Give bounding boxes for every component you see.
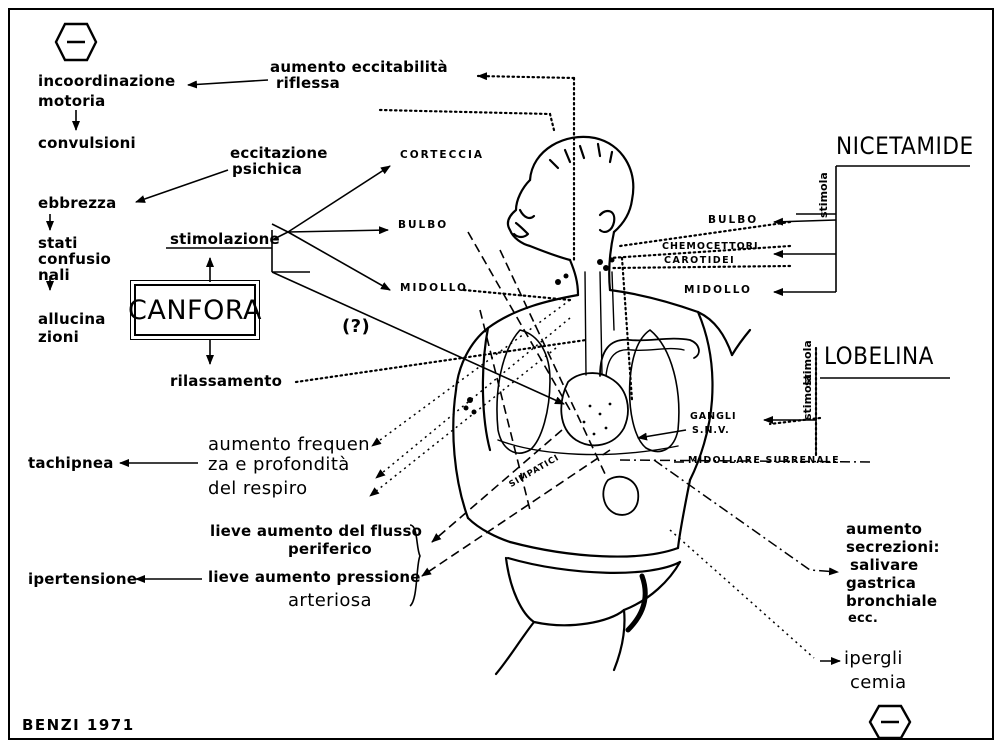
- label-gastrica: gastrica: [846, 576, 916, 591]
- solid-arrows: [50, 80, 970, 661]
- illustration: [10, 10, 996, 742]
- dashdot-paths: [620, 460, 870, 572]
- label-arteriosa: arteriosa: [288, 592, 372, 610]
- canfora-box: CANFORA: [134, 284, 256, 336]
- minus-hexagon-icon: [868, 704, 912, 740]
- label-psichica: psichica: [232, 162, 302, 177]
- label-confusio: confusio: [38, 252, 111, 267]
- label-canfora: CANFORA: [128, 295, 262, 326]
- crossed-paths: [370, 300, 814, 658]
- label-rilassamento: rilassamento: [170, 374, 282, 389]
- label-question: (?): [342, 318, 370, 336]
- label-ipergli: ipergli: [844, 650, 903, 668]
- label-corteccia: CORTECCIA: [400, 150, 484, 161]
- label-lieve-aumento-pressione: lieve aumento pressione: [208, 570, 421, 585]
- label-midollo-right: MIDOLLO: [684, 285, 752, 296]
- label-midollo-left: MIDOLLO: [400, 283, 468, 294]
- label-salivare: salivare: [850, 558, 918, 573]
- label-del-respiro: del respiro: [208, 480, 308, 498]
- label-allucina: allucina: [38, 312, 106, 327]
- label-bulbo-left: BULBO: [398, 220, 448, 231]
- label-aumento-secr: aumento: [846, 522, 922, 537]
- label-aumento-frequen: aumento frequen: [208, 436, 370, 454]
- diagram-board: aumento eccitabilità riflessa incoordina…: [8, 8, 994, 740]
- label-ebbrezza: ebbrezza: [38, 196, 116, 211]
- label-motoria: motoria: [38, 94, 105, 109]
- label-snv: S.N.V.: [692, 426, 730, 436]
- label-bulbo-right: BULBO: [708, 215, 758, 226]
- label-nicetamide: NICETAMIDE: [836, 134, 974, 158]
- label-nali: nali: [38, 268, 70, 283]
- label-midollare-surrenale: MIDOLLARE SURRENALE: [688, 456, 840, 466]
- label-eccitazione: eccitazione: [230, 146, 328, 161]
- label-bronchiale: bronchiale: [846, 594, 937, 609]
- label-convulsioni: convulsioni: [38, 136, 136, 151]
- label-carotidei: CAROTIDEI: [664, 256, 735, 266]
- label-ecc: ecc.: [848, 612, 878, 625]
- label-tachipnea: tachipnea: [28, 456, 114, 471]
- label-aumento-eccitabilita: aumento eccitabilità: [270, 60, 448, 75]
- label-riflessa: riflessa: [276, 76, 340, 91]
- label-stimola-1: stimola: [818, 172, 829, 218]
- label-stimolazione: stimolazione: [170, 232, 280, 247]
- label-chemocettori: CHEMOCETTORI: [662, 242, 759, 252]
- label-za-e-profondita: za e profondità: [208, 456, 350, 474]
- label-ipertensione: ipertensione: [28, 572, 137, 587]
- label-secrezioni: secrezioni:: [846, 540, 940, 555]
- dotted-paths: [296, 76, 820, 456]
- label-author: BENZI 1971: [22, 718, 135, 733]
- label-lieve-aumento-flusso: lieve aumento del flusso: [210, 524, 422, 539]
- label-periferico: periferico: [288, 542, 372, 557]
- label-gangli: GANGLI: [690, 412, 737, 422]
- human-figure: [453, 137, 750, 674]
- label-incoordinazione: incoordinazione: [38, 74, 175, 89]
- minus-hexagon-icon: [54, 22, 98, 62]
- label-cemia: cemia: [850, 674, 907, 692]
- label-lobelina: LOBELINA: [824, 344, 934, 368]
- label-stati: stati: [38, 236, 78, 251]
- label-zioni: zioni: [38, 330, 79, 345]
- label-stimola-3: stimola: [802, 374, 813, 420]
